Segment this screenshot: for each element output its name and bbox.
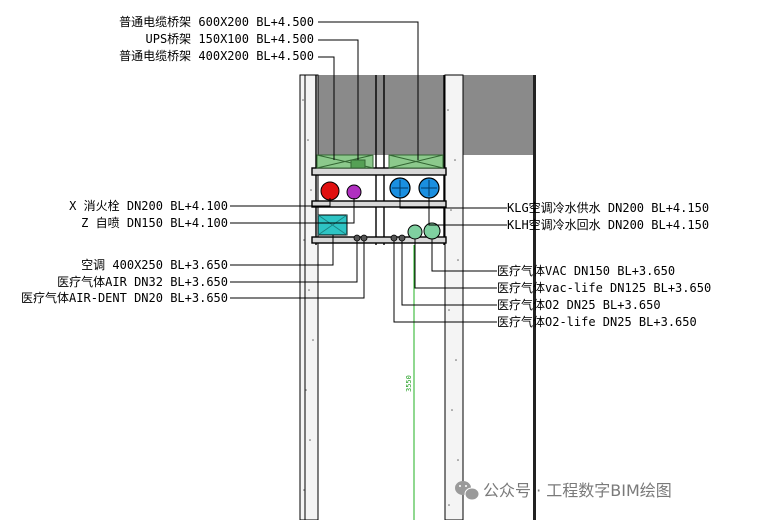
- label-med-o2-life: 医疗气体O2-life DN25 BL+3.650: [497, 314, 697, 329]
- label-med-vac-life: 医疗气体vac-life DN125 BL+3.650: [497, 280, 711, 295]
- support-frame: [311, 75, 447, 245]
- label-hydrant: X 消火栓 DN200 BL+4.100: [69, 198, 228, 213]
- cable-trays: [316, 154, 444, 169]
- label-sprinkler: Z 自喷 DN150 BL+4.100: [81, 216, 228, 230]
- label-med-air: 医疗气体AIR DN32 BL+3.650: [57, 274, 228, 289]
- label-med-o2: 医疗气体O2 DN25 BL+3.650: [497, 297, 661, 312]
- label-hvac-duct: 空调 400X250 BL+3.650: [81, 258, 228, 272]
- far-right-wall: [533, 75, 536, 520]
- dimension-text: 3550: [405, 375, 413, 392]
- watermark-text: 公众号 · 工程数字BIM绘图: [483, 481, 672, 500]
- o2-pipe: [398, 234, 406, 242]
- air-pipe: [353, 234, 361, 242]
- concrete-speckle: [302, 99, 459, 506]
- pipes: [317, 177, 441, 242]
- label-tray-ups: UPS桥架 150X100 BL+4.500: [146, 32, 315, 46]
- wechat-icon: [455, 481, 480, 501]
- leader-lines: [230, 21, 507, 323]
- annotation-labels: 普通电缆桥架 600X200 BL+4.500 UPS桥架 150X100 BL…: [21, 15, 711, 329]
- label-chw-return: KLH空调冷水回水 DN200 BL+4.150: [507, 218, 709, 232]
- o2-life-pipe: [390, 234, 398, 242]
- label-chw-supply: KLG空调冷水供水 DN200 BL+4.150: [507, 201, 709, 215]
- watermark: 公众号 · 工程数字BIM绘图: [455, 481, 672, 501]
- hydrant-pipe: [320, 181, 340, 201]
- right-wall: [444, 74, 464, 520]
- slab-right: [463, 75, 536, 155]
- label-tray-general-600: 普通电缆桥架 600X200 BL+4.500: [119, 15, 314, 29]
- label-tray-general-400: 普通电缆桥架 400X200 BL+4.500: [119, 49, 314, 63]
- vac-life-pipe: [407, 224, 423, 240]
- dimension: 3550: [405, 245, 415, 520]
- label-med-air-dent: 医疗气体AIR-DENT DN20 BL+3.650: [21, 290, 228, 305]
- sprinkler-pipe: [346, 184, 362, 200]
- air-dent-pipe: [360, 234, 368, 242]
- label-med-vac: 医疗气体VAC DN150 BL+3.650: [497, 263, 675, 278]
- cable-tray-ups: [350, 159, 366, 169]
